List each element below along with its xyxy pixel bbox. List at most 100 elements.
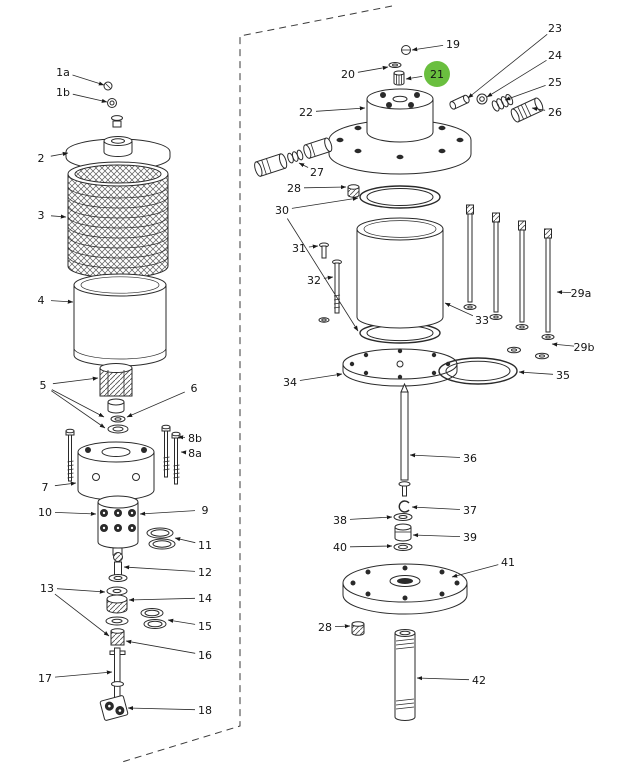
leader-line-4 [50, 299, 74, 304]
callout-label: 24 [548, 49, 562, 62]
callout-8a: 8a [188, 447, 202, 460]
callout-label: 28 [287, 182, 301, 195]
callout-40: 40 [333, 541, 347, 554]
callout-label: 28 [318, 621, 332, 634]
callout-3: 3 [38, 209, 45, 222]
callout-23: 23 [548, 22, 562, 35]
leader-line-36 [409, 453, 461, 458]
leader-line-14 [128, 597, 196, 602]
leader-line-30 [291, 196, 359, 209]
leader-line-19 [411, 45, 444, 52]
callout-25: 25 [548, 76, 562, 89]
leader-line-31 [308, 244, 319, 249]
callout-label: 13 [40, 582, 54, 595]
leader-line-20 [357, 65, 389, 73]
leader-lines-layer [50, 33, 575, 711]
part-24-ring [476, 93, 488, 105]
leader-line-30 [286, 218, 359, 332]
highlight-circle[interactable] [424, 61, 450, 87]
left-assembly [65, 81, 181, 721]
leader-line-42 [416, 676, 470, 681]
part-23-pin [449, 94, 470, 110]
callout-label: 2 [38, 152, 45, 165]
part-25-spring [491, 93, 514, 112]
leader-line-3 [50, 214, 67, 219]
callout-9: 9 [202, 504, 209, 517]
callout-label: 1a [56, 66, 70, 79]
callout-1b: 1b [56, 86, 70, 99]
callout-29a: 29a [571, 287, 592, 300]
callout-label: 30 [275, 204, 289, 217]
part-28-plug [347, 184, 360, 198]
callout-label: 23 [548, 22, 562, 35]
callout-label: 22 [299, 106, 313, 119]
leader-line-12 [123, 565, 196, 572]
part-34-bottom-plate [342, 348, 458, 387]
part-37-circlip [398, 500, 410, 513]
callout-11: 11 [198, 539, 212, 552]
callout-14: 14 [198, 592, 212, 605]
callout-label: 26 [548, 106, 562, 119]
part-19-screw [401, 45, 411, 55]
leader-line-13 [54, 593, 110, 637]
callout-label: 14 [198, 592, 212, 605]
callout-label: 4 [38, 294, 45, 307]
leader-line-38 [349, 515, 393, 520]
callout-label: 5 [40, 379, 47, 392]
callout-13: 13 [40, 582, 54, 595]
part-4-cylinder-shell [73, 273, 167, 367]
part-20-washer [388, 62, 402, 68]
leader-line-28 [334, 624, 351, 629]
leader-line-5 [52, 376, 99, 385]
callout-8b: 8b [188, 432, 202, 445]
leader-line-24 [486, 59, 547, 98]
callout-label: 21 [430, 68, 444, 81]
callout-label: 34 [283, 376, 297, 389]
leader-line-6 [126, 391, 185, 418]
leader-line-37 [411, 505, 461, 510]
part-12-shaft-pin [108, 552, 128, 582]
leader-line-25 [504, 85, 546, 101]
part-40-ring [393, 543, 413, 551]
leader-line-29b [551, 342, 575, 347]
leader-line-11 [174, 537, 196, 544]
callout-label: 15 [198, 620, 212, 633]
callout-label: 40 [333, 541, 347, 554]
callout-label: 9 [202, 504, 209, 517]
callout-label: 32 [307, 274, 321, 287]
part-29a-tie-rods [463, 204, 555, 340]
callout-32: 32 [307, 274, 321, 287]
callout-1a: 1a [56, 66, 70, 79]
callout-label: 11 [198, 539, 212, 552]
part-11-rings [146, 527, 176, 550]
callout-label: 31 [292, 242, 306, 255]
part-39-piston [394, 523, 412, 542]
callout-34: 34 [283, 376, 297, 389]
leader-line-18 [127, 706, 196, 711]
section-boundary-dashed-line [121, 5, 393, 763]
leader-line-22 [315, 106, 366, 112]
callout-10: 10 [38, 506, 52, 519]
callout-21-highlighted[interactable]: 21 [424, 61, 450, 87]
callout-33: 33 [475, 314, 489, 327]
callout-15: 15 [198, 620, 212, 633]
callout-19: 19 [446, 38, 460, 51]
part-22-top-head [328, 88, 472, 175]
leader-line-1a [72, 74, 105, 86]
leader-line-34 [299, 372, 343, 381]
callout-29b: 29b [574, 341, 595, 354]
leader-line-21 [405, 76, 423, 81]
callout-label: 25 [548, 76, 562, 89]
part-21-plug [393, 70, 405, 86]
callout-41: 41 [501, 556, 515, 569]
leader-line-23 [467, 33, 548, 99]
callout-16: 16 [198, 649, 212, 662]
callout-24: 24 [548, 49, 562, 62]
callout-label: 29b [574, 341, 595, 354]
callout-label: 12 [198, 566, 212, 579]
leader-line-2 [50, 151, 69, 157]
callout-label: 41 [501, 556, 515, 569]
